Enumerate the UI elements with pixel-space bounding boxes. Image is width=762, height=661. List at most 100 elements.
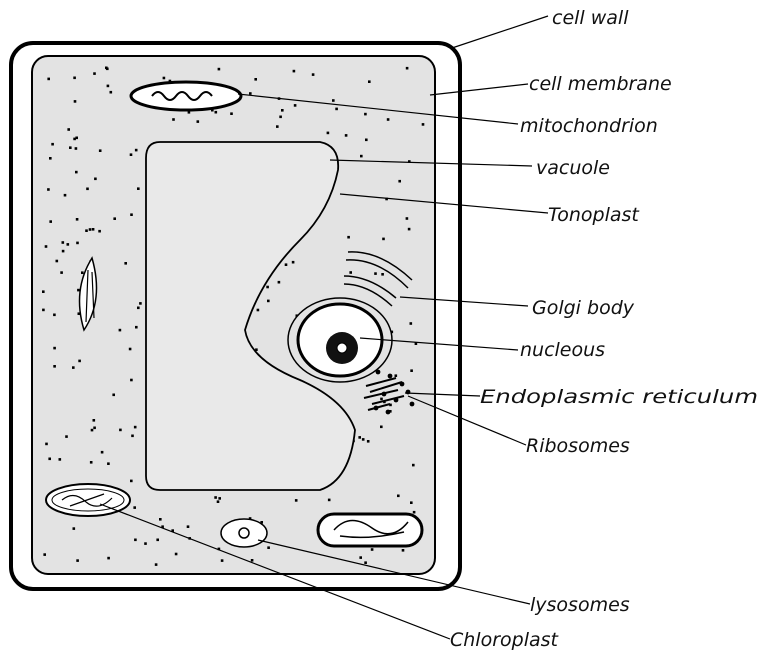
cytoplasm-granule	[139, 302, 142, 305]
cytoplasm-granule	[53, 347, 56, 350]
cytoplasm-granule	[295, 499, 298, 502]
cytoplasm-granule	[249, 92, 252, 95]
cytoplasm-granule	[267, 546, 270, 549]
cytoplasm-granule	[67, 243, 70, 246]
cytoplasm-granule	[422, 123, 425, 126]
cytoplasm-granule	[60, 271, 63, 274]
label-endoplasmic-reticulum: Endoplasmic reticulum	[480, 386, 758, 408]
label-mitochondrion: mitochondrion	[520, 115, 658, 137]
cytoplasm-granule	[172, 118, 175, 121]
cytoplasm-granule	[328, 499, 331, 502]
cytoplasm-granule	[93, 427, 96, 430]
label-cell-wall: cell wall	[552, 7, 629, 29]
cytoplasm-granule	[410, 369, 413, 372]
cytoplasm-granule	[406, 217, 409, 220]
cytoplasm-granule	[398, 180, 401, 183]
cytoplasm-granule	[119, 329, 122, 332]
cytoplasm-granule	[49, 157, 52, 160]
label-nucleus: nucleous	[520, 339, 605, 361]
cytoplasm-granule	[368, 80, 371, 83]
cytoplasm-granule	[98, 230, 101, 233]
cytoplasm-granule	[73, 77, 76, 80]
cytoplasm-granule	[107, 462, 110, 465]
cytoplasm-granule	[292, 261, 295, 264]
label-lysosomes: lysosomes	[530, 594, 630, 616]
cytoplasm-granule	[78, 360, 81, 363]
cytoplasm-granule	[107, 85, 110, 88]
cytoplasm-granule	[358, 436, 361, 439]
cytoplasm-granule	[76, 559, 79, 562]
cytoplasm-granule	[312, 73, 315, 76]
cytoplasm-granule	[230, 112, 233, 115]
cytoplasm-granule	[93, 419, 96, 422]
cytoplasm-granule	[75, 171, 78, 174]
cytoplasm-granule	[408, 228, 411, 231]
cytoplasm-granule	[134, 539, 137, 542]
cytoplasm-granule	[130, 480, 133, 483]
cytoplasm-granule	[410, 322, 413, 325]
cytoplasm-granule	[367, 440, 370, 443]
cytoplasm-granule	[380, 426, 383, 429]
cytoplasm-granule	[47, 78, 50, 81]
cytoplasm-granule	[332, 99, 335, 102]
cytoplasm-granule	[59, 458, 62, 461]
cytoplasm-granule	[48, 458, 51, 461]
cytoplasm-granule	[221, 559, 224, 562]
cytoplasm-granule	[406, 67, 409, 70]
cytoplasm-granule	[397, 495, 400, 498]
cytoplasm-granule	[76, 218, 79, 221]
label-ribosomes: Ribosomes	[526, 435, 630, 457]
cytoplasm-granule	[43, 553, 46, 556]
cytoplasm-granule	[47, 188, 50, 191]
cytoplasm-granule	[217, 500, 220, 503]
cytoplasm-granule	[99, 149, 102, 152]
cytoplasm-granule	[380, 398, 383, 401]
cytoplasm-granule	[251, 559, 254, 562]
cytoplasm-granule	[381, 273, 384, 276]
cytoplasm-granule	[75, 147, 78, 150]
cytoplasm-granule	[53, 314, 56, 317]
cytoplasm-granule	[89, 228, 92, 231]
cytoplasm-granule	[413, 511, 416, 514]
cytoplasm-granule	[402, 549, 405, 552]
cytoplasm-granule	[74, 100, 77, 103]
cytoplasm-granule	[374, 272, 377, 275]
cytoplasm-granule	[345, 134, 348, 137]
cytoplasm-granule	[347, 236, 350, 239]
cytoplasm-granule	[278, 281, 281, 284]
cytoplasm-granule	[67, 128, 70, 131]
cytoplasm-granule	[69, 146, 72, 149]
cytoplasm-granule	[73, 138, 76, 141]
cytoplasm-granule	[64, 194, 67, 197]
cytoplasm-granule	[130, 153, 133, 156]
lysosome	[221, 519, 267, 547]
cytoplasm-granule	[133, 506, 136, 509]
label-golgi-body: Golgi body	[532, 297, 635, 319]
cytoplasm-granule	[106, 68, 109, 71]
cytoplasm-granule	[359, 556, 362, 559]
cytoplasm-granule	[159, 518, 162, 521]
cytoplasm-granule	[112, 394, 115, 397]
cytoplasm-granule	[144, 542, 147, 545]
cytoplasm-granule	[137, 187, 140, 190]
cytoplasm-granule	[130, 379, 133, 382]
cytoplasm-granule	[371, 548, 374, 551]
cytoplasm-granule	[285, 263, 288, 266]
cytoplasm-granule	[276, 125, 279, 128]
cytoplasm-granule	[124, 262, 127, 265]
cytoplasm-granule	[77, 289, 80, 292]
cytoplasm-granule	[119, 429, 122, 432]
nucleus	[288, 298, 392, 382]
cytoplasm-granule	[395, 374, 398, 377]
cytoplasm-granule	[362, 438, 365, 441]
cytoplasm-granule	[86, 188, 89, 191]
cytoplasm-granule	[73, 527, 76, 530]
cytoplasm-granule	[53, 365, 56, 368]
label-cell-membrane: cell membrane	[529, 73, 672, 95]
cytoplasm-granule	[215, 111, 218, 114]
label-chloroplast: Chloroplast	[450, 629, 560, 651]
cytoplasm-granule	[72, 366, 75, 369]
cytoplasm-granule	[218, 68, 221, 71]
cytoplasm-granule	[410, 501, 413, 504]
